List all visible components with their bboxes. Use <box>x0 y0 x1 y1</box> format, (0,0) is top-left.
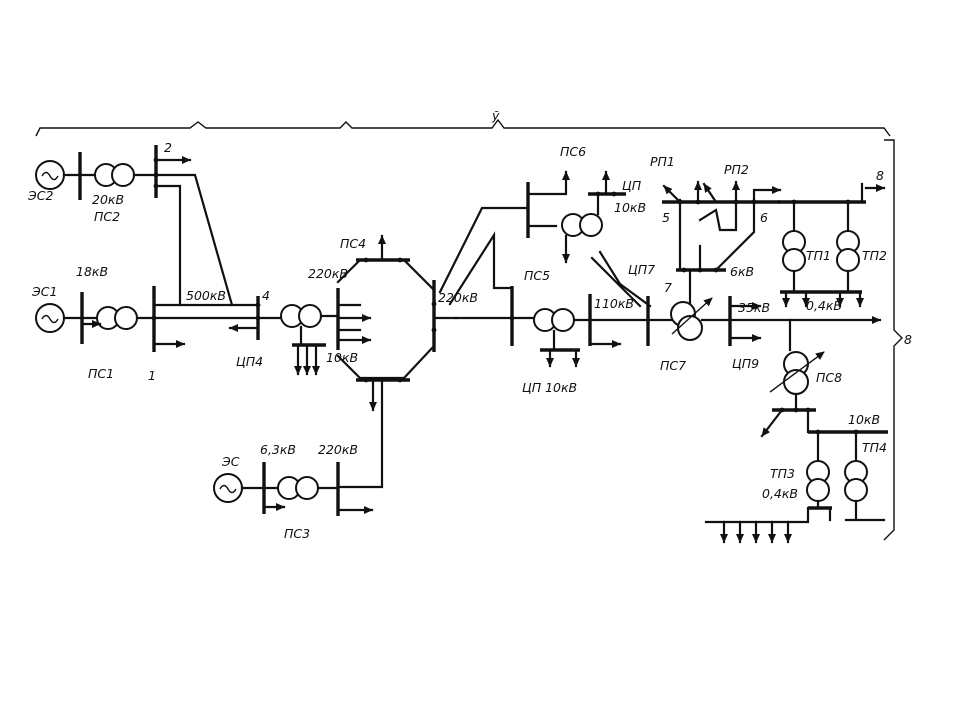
label-10kv-a: 10кВ <box>326 350 358 365</box>
transformer-tp1 <box>782 230 806 272</box>
label-220kv-a: 220кВ <box>308 266 348 281</box>
label-rp2: РП2 <box>724 162 749 177</box>
label-220kv-c: 220кВ <box>318 442 358 457</box>
label-node7: 7 <box>664 280 672 295</box>
label-10kv-b: 10кВ <box>614 200 646 215</box>
label-tsp7: ЦП7 <box>628 262 655 277</box>
transformer-tp2 <box>836 230 860 272</box>
right-brace <box>883 139 903 541</box>
label-tp2: ТП2 <box>862 248 887 263</box>
label-0-4kv-b: 0,4кВ <box>762 486 798 501</box>
transformer-tp4 <box>844 460 868 502</box>
label-node8-side: 8 <box>904 332 912 347</box>
generator-es1 <box>35 303 65 333</box>
label-rp1: РП1 <box>650 154 675 169</box>
label-ps7: ПС7 <box>660 358 686 373</box>
label-node2: 2 <box>164 140 172 155</box>
top-brace <box>35 118 891 137</box>
label-ps6: ПС6 <box>560 144 586 159</box>
label-tp3: ТП3 <box>770 466 795 481</box>
label-0-4kv-a: 0,4кВ <box>806 298 842 313</box>
transformer-tsp4 <box>280 304 322 328</box>
transformer-ps6 <box>561 213 603 237</box>
label-ps4: ПС4 <box>340 236 366 251</box>
transformer-ps7 <box>670 297 713 341</box>
label-node4: 4 <box>262 288 270 303</box>
label-es: ЭС <box>221 454 240 469</box>
generator-es <box>213 473 243 503</box>
label-6kv: 6кВ <box>730 264 754 279</box>
label-tsp4: ЦП4 <box>236 354 263 369</box>
label-node8-top: 8 <box>876 168 884 183</box>
label-ps1: ПС1 <box>88 366 114 381</box>
label-node1: 1 <box>148 368 156 383</box>
label-tsp-top: ЦП <box>622 178 642 193</box>
label-tp4: ТП4 <box>862 440 887 455</box>
label-ps2-kv: 20кВ <box>92 192 124 207</box>
label-500kv: 500кВ <box>186 288 226 303</box>
label-220kv-b: 220кВ <box>438 290 478 305</box>
label-ps8: ПС8 <box>816 370 842 385</box>
transformer-ps3 <box>277 476 319 500</box>
label-ps3: ПС3 <box>284 526 310 541</box>
transformer-ps8 <box>769 351 825 395</box>
label-node6: 6 <box>760 210 768 225</box>
label-6-3kv: 6,3кВ <box>260 442 296 457</box>
label-ps2: ПС2 <box>94 209 120 224</box>
label-ps1-kv: 18кВ <box>76 264 108 279</box>
label-110kv: 110кВ <box>594 296 634 311</box>
label-tp1: ТП1 <box>806 248 831 263</box>
label-10kv-c: 10кВ <box>848 412 880 427</box>
label-35kv: 35кВ <box>738 300 770 315</box>
label-es1: ЭС1 <box>31 284 57 299</box>
label-node5: 5 <box>662 210 670 225</box>
generator-es2 <box>35 160 65 190</box>
label-brace-mark: ў <box>491 108 500 123</box>
label-tsp10: ЦП 10кВ <box>522 380 577 395</box>
label-tsp9: ЦП9 <box>732 356 759 371</box>
transformer-ps2 <box>94 163 135 187</box>
label-ps5: ПС5 <box>524 268 550 283</box>
label-es2: ЭС2 <box>27 188 53 203</box>
transformer-tp3 <box>806 460 830 502</box>
transformer-ps1 <box>96 306 138 330</box>
transformer-ps5 <box>533 308 575 332</box>
